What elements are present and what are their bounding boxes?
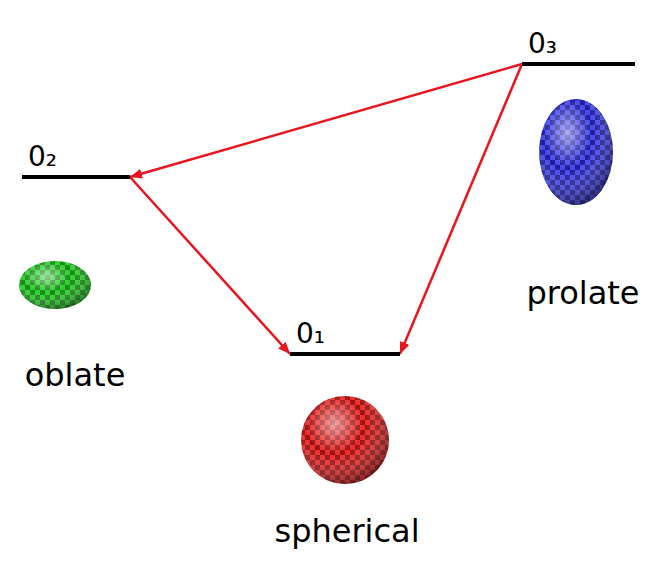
prolate-ellipsoid <box>539 99 613 205</box>
transition-arrow <box>130 177 290 354</box>
shape-name: oblate <box>25 356 126 394</box>
shape-name: spherical <box>274 512 419 550</box>
state-label: 0₃ <box>528 28 635 60</box>
spherical-ball <box>301 396 389 484</box>
state-label: 0₁ <box>296 318 400 350</box>
energy-level: 0₁ <box>290 318 400 356</box>
transition-arrow <box>400 64 522 354</box>
state-label: 0₂ <box>28 141 130 173</box>
energy-level: 0₃ <box>522 28 635 66</box>
oblate-ellipsoid <box>19 261 91 309</box>
shape-name: prolate <box>526 274 639 312</box>
energy-level: 0₂ <box>22 141 130 179</box>
transition-arrow <box>130 64 522 177</box>
